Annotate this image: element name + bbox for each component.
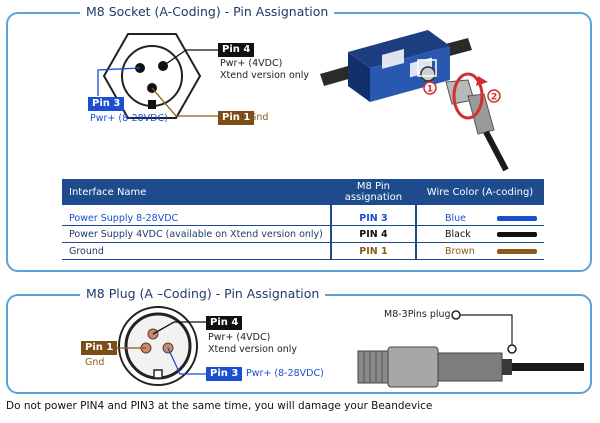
table-header-row: Interface Name M8 Pin assignation Wire C… (62, 179, 544, 205)
socket-connector-diagram (97, 33, 218, 119)
socket-leader-pin1 (151, 87, 218, 117)
row-wire-color: Blue (416, 205, 544, 226)
power-warning: Do not power PIN4 and PIN3 at the same t… (6, 400, 433, 412)
plug-pin4-note: Pwr+ (4VDC) Xtend version only (208, 332, 297, 356)
socket-pin4-note: Pwr+ (4VDC) Xtend version only (220, 58, 309, 82)
plug-leader-pin3 (167, 347, 206, 375)
socket-pin1-desc: Gnd (249, 112, 269, 123)
plug-pin4-line-2: Xtend version only (208, 344, 298, 355)
plug-body (467, 93, 495, 135)
wire-color-name: Brown (445, 245, 475, 257)
rotation-arrow-head (476, 76, 488, 86)
socket-pin3-desc: Pwr+ (8-28VDC) (90, 113, 168, 124)
row-pin: PIN 4 (329, 225, 418, 243)
row-interface-name: Ground (62, 242, 331, 260)
plug-pin3-tag: Pin 3 (206, 367, 243, 381)
table-row: Power Supply 4VDC (available on Xtend ve… (62, 225, 544, 243)
callout-dot-end (507, 344, 517, 354)
plug-cable-out (512, 363, 584, 371)
row-interface-name: Power Supply 4VDC (available on Xtend ve… (62, 225, 331, 243)
row-pin: PIN 1 (329, 242, 418, 260)
device-connector (420, 66, 436, 82)
device-connector-highlight (417, 59, 437, 77)
device-body-top (348, 30, 450, 68)
plug-boot (502, 359, 512, 375)
row-interface-name: Power Supply 8-28VDC (62, 205, 331, 226)
header-m8-pin: M8 Pin assignation (330, 179, 416, 205)
plug-pin1-desc: Gnd (85, 357, 105, 368)
wire-swatch-blue (497, 215, 537, 221)
beandevice-photo: 1 2 (320, 30, 509, 172)
callout-dot-start (451, 310, 461, 320)
plug-key (153, 369, 163, 379)
callout-leader (460, 314, 513, 347)
plug-pin3-desc: Pwr+ (8-28VDC) (246, 368, 324, 379)
socket-leader-pin3 (97, 67, 141, 96)
device-left-ear (320, 66, 352, 86)
wire-color-name: Black (445, 228, 471, 240)
socket-title: M8 Socket (A-Coding) - Pin Assignation (80, 5, 335, 19)
socket-ring (121, 45, 183, 107)
device-body-front (348, 52, 370, 102)
step-2-label: 2 (491, 93, 497, 103)
plug-inner-face (124, 312, 192, 380)
header-interface-name: Interface Name (62, 179, 331, 205)
plug-title: M8 Plug (A –Coding) - Pin Assignation (80, 287, 326, 301)
plug-sleeve (437, 352, 503, 382)
table-row: Power Supply 8-28VDC PIN 3 Blue (62, 205, 544, 226)
table-row: Ground PIN 1 Brown (62, 242, 544, 260)
socket-pin3-tag: Pin 3 (88, 97, 125, 111)
plug-connector-diagram (114, 306, 206, 386)
socket-pin4-line-2: Xtend version only (220, 70, 310, 81)
socket-leader-pin4 (162, 49, 218, 67)
header-wire-color: Wire Color (A-coding) (416, 179, 544, 205)
plug-pin1-tag: Pin 1 (81, 341, 118, 355)
pin-assignment-table: Interface Name M8 Pin assignation Wire C… (62, 179, 544, 260)
plug-thread (357, 350, 389, 384)
plug-leader-pin4 (152, 321, 206, 335)
row-wire-color: Black (416, 225, 544, 243)
m8-plug-photo (357, 310, 584, 388)
step-2-marker (487, 89, 501, 103)
plug-callout-label: M8-3Pins plug (384, 309, 451, 320)
step-1-marker (423, 81, 437, 95)
wire-swatch-brown (497, 248, 537, 254)
plug-cable (483, 130, 509, 172)
plug-pin4-tag: Pin 4 (206, 316, 243, 330)
plug-pin4-line-1: Pwr+ (4VDC) (208, 332, 271, 343)
step-1-label: 1 (427, 85, 433, 95)
row-wire-color: Brown (416, 242, 544, 260)
row-pin: PIN 3 (329, 205, 418, 226)
plug-nut-body (387, 346, 439, 388)
wire-swatch-black (497, 231, 537, 237)
socket-pin1-tag: Pin 1 (218, 111, 255, 125)
rotation-arrow (452, 72, 484, 120)
socket-pin4-tag: Pin 4 (218, 43, 255, 57)
device-label-1 (382, 48, 404, 69)
socket-pin4-line-1: Pwr+ (4VDC) (220, 58, 283, 69)
socket-key-notch (148, 100, 156, 109)
wire-color-name: Blue (445, 212, 467, 224)
